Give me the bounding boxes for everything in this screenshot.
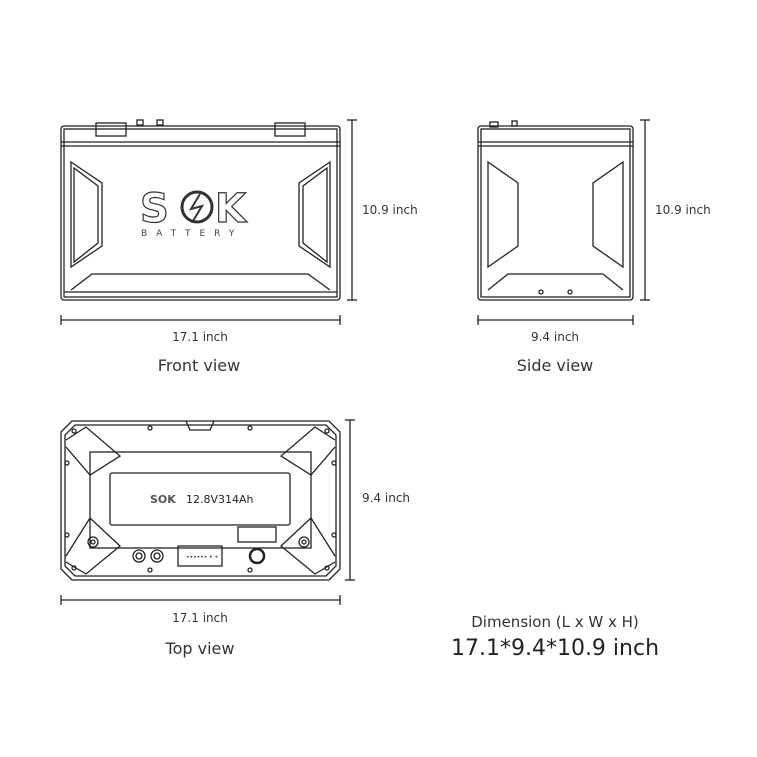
svg-text:•••••• • •: •••••• • • <box>186 554 218 561</box>
dimension-value: 17.1*9.4*10.9 inch <box>450 636 660 661</box>
top-view-drawing: •••••• • • SOK 12.8V314Ah <box>60 420 341 581</box>
side-view-drawing <box>477 120 634 301</box>
front-length-label: 17.1 inch <box>172 330 228 344</box>
top-width-label: 9.4 inch <box>362 491 411 505</box>
top-label-brand: SOK <box>150 493 176 506</box>
side-width-label: 9.4 inch <box>530 330 580 344</box>
top-label-spec: 12.8V314Ah <box>186 493 254 506</box>
sok-logo: S K BATTERY <box>139 185 248 239</box>
front-height-label: 10.9 inch <box>362 203 418 217</box>
side-height-label: 10.9 inch <box>655 203 711 217</box>
side-view-caption: Side view <box>516 356 594 375</box>
front-view-caption: Front view <box>157 356 241 375</box>
svg-text:K: K <box>215 186 248 232</box>
front-view-drawing: S K BATTERY <box>60 119 341 301</box>
svg-text:BATTERY: BATTERY <box>141 229 243 239</box>
svg-text:S: S <box>140 186 169 232</box>
dimension-title: Dimension (L x W x H) <box>471 613 639 631</box>
top-view-caption: Top view <box>165 639 235 658</box>
top-length-label: 17.1 inch <box>172 611 228 625</box>
